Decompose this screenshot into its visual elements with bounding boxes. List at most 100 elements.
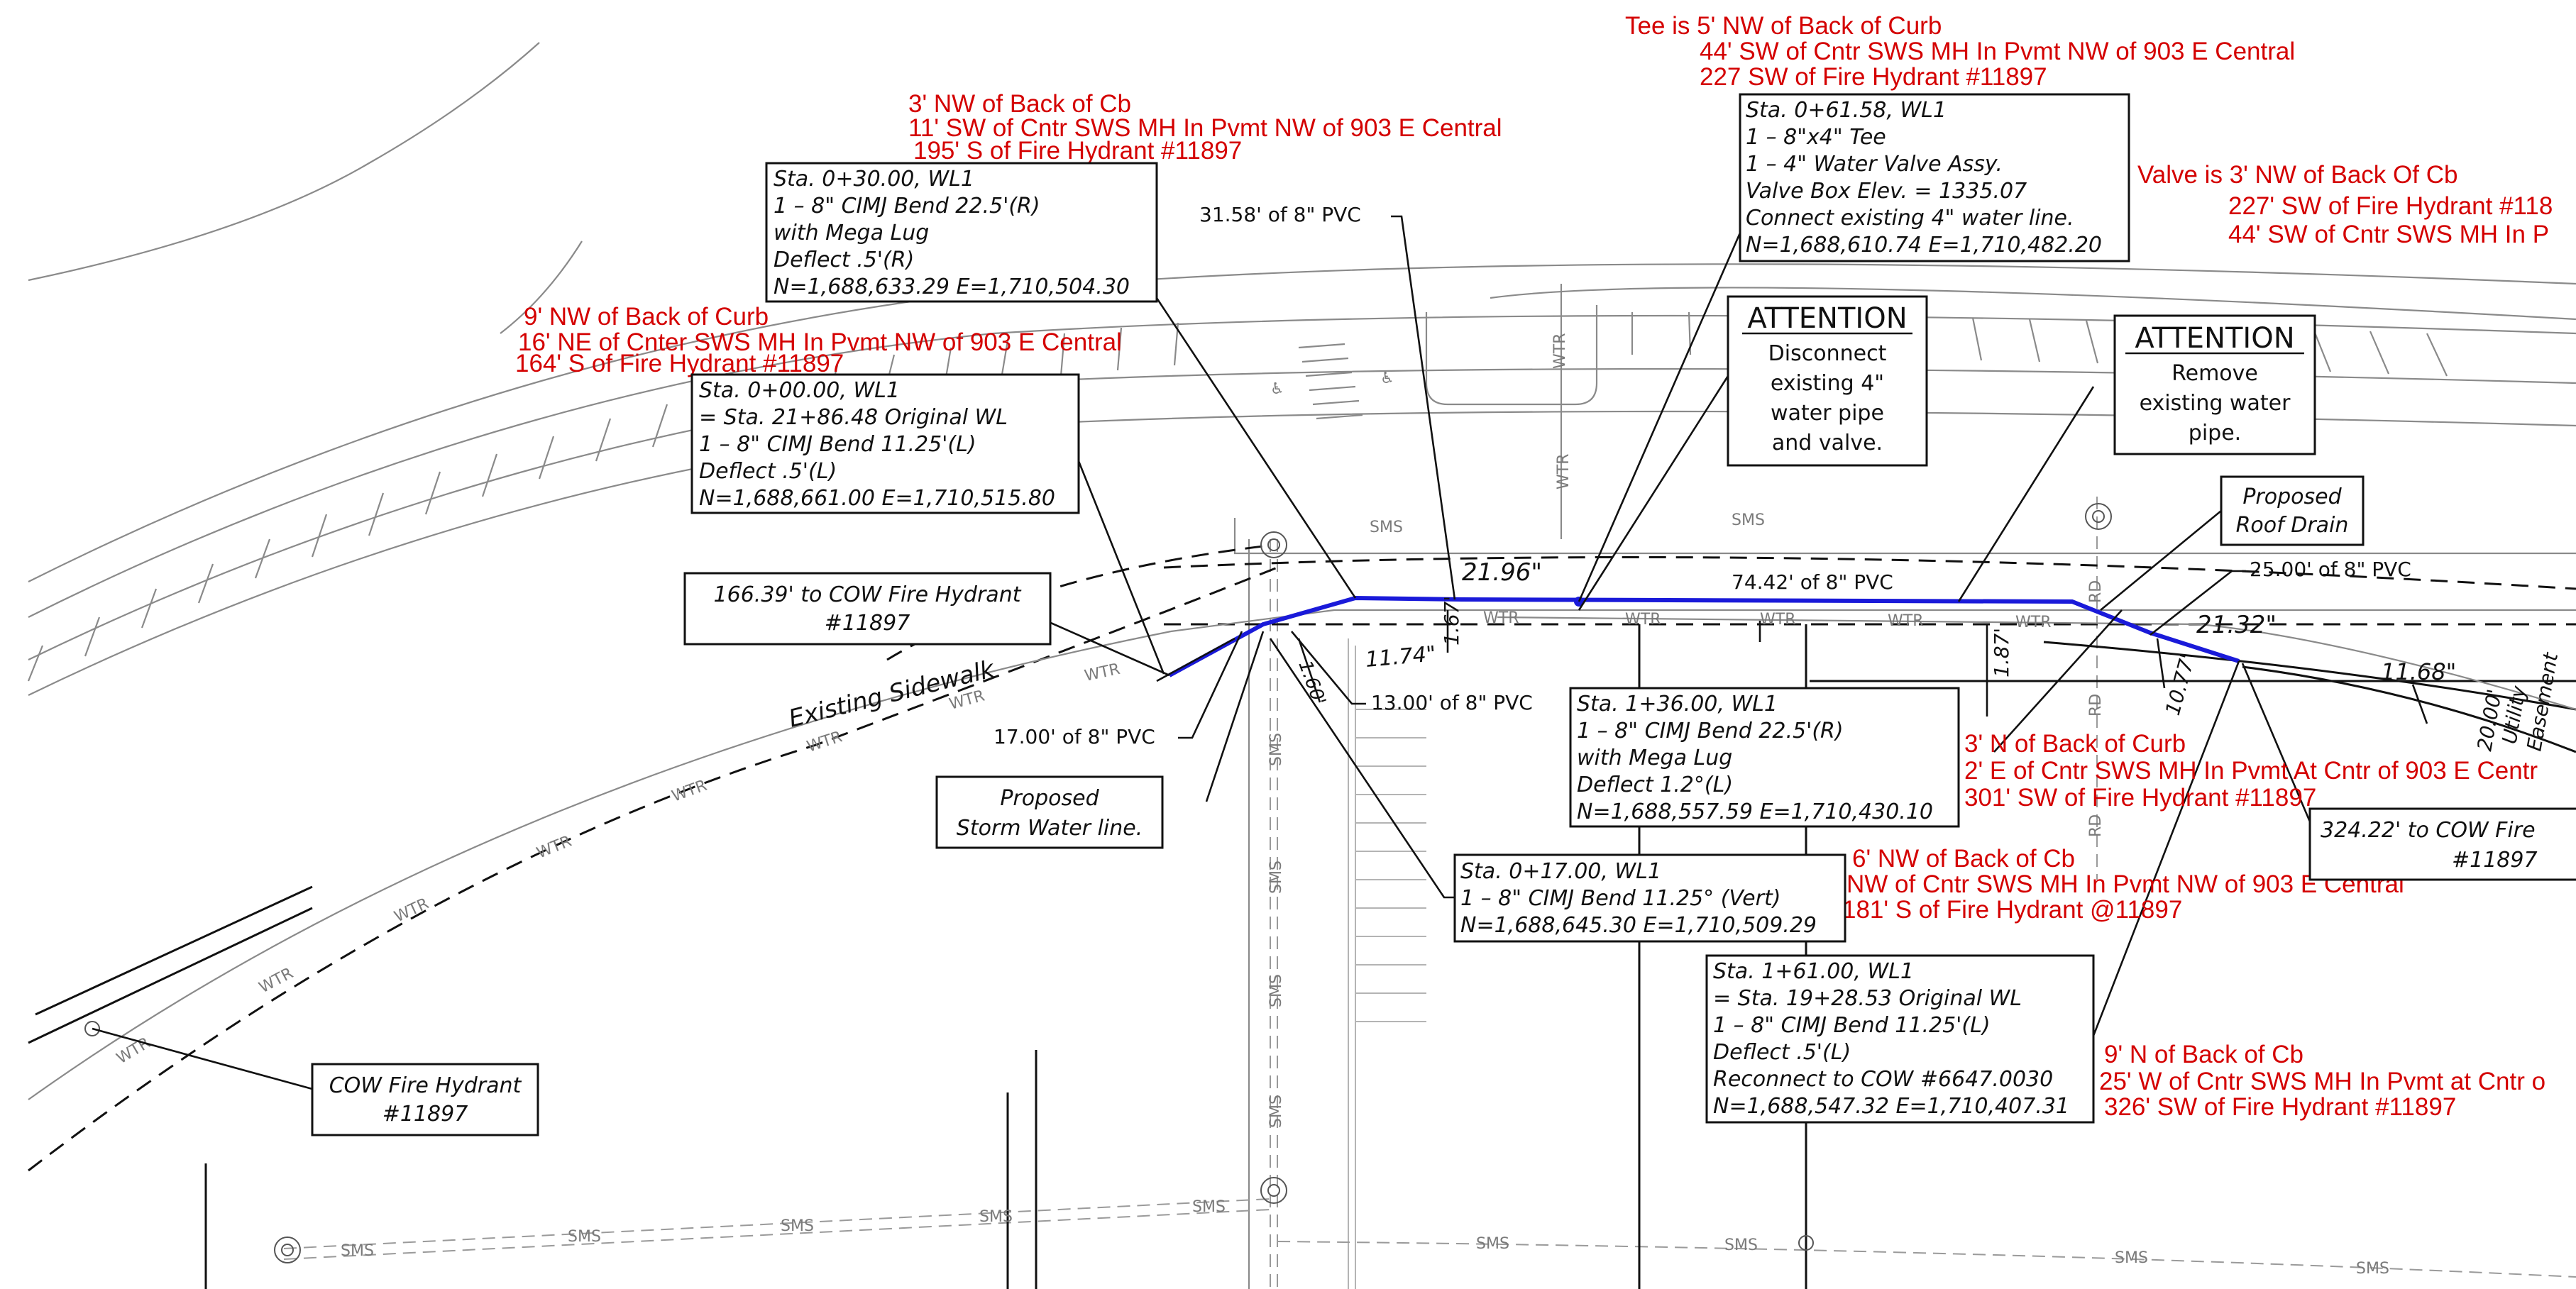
red-note-line: 2' E of Cntr SWS MH In Pvmt At Cntr of 9… — [1964, 757, 2538, 785]
dimension-labels: 31.58' of 8" PVC 74.42' of 8" PVC 25.00'… — [993, 203, 2563, 753]
callout-line: Deflect 1.2°(L) — [1577, 773, 1733, 797]
callout-line: Sta. 1+61.00, WL1 — [1713, 959, 1914, 984]
attention-line: Disconnect — [1768, 341, 1887, 366]
leader-sta-0-17 — [1269, 638, 1455, 899]
red-note-line: 195' S of Fire Hydrant #11897 — [913, 137, 1242, 165]
accessible-icon: ♿ — [1270, 380, 1284, 398]
sms-label: SMS — [1267, 974, 1285, 1007]
callout-line: N=1,688,610.74 E=1,710,482.20 — [1746, 233, 2102, 258]
dim-label: 74.42' of 8" PVC — [1732, 570, 1893, 594]
attention-box-remove[interactable]: ATTENTION Remove existing water pipe. — [2113, 314, 2316, 455]
rd-label: RD — [2087, 580, 2105, 603]
callout-line: #11897 — [2452, 848, 2538, 873]
wtr-label: WTR — [534, 832, 574, 862]
leader-pvc-13 — [1291, 631, 1366, 705]
callout-line: COW Fire Hydrant — [329, 1073, 522, 1098]
callout-line: #11897 — [825, 611, 910, 636]
callout-line: 166.39' to COW Fire Hydrant — [714, 582, 1022, 607]
easement-dashed-3 — [886, 545, 1264, 661]
dim-label: 17.00' of 8" PVC — [993, 725, 1155, 748]
attention-box-disconnect[interactable]: ATTENTION Disconnect existing 4" water p… — [1727, 295, 1928, 467]
callout-line: Connect existing 4" water line. — [1746, 206, 2074, 231]
red-note-line: 326' SW of Fire Hydrant #11897 — [2104, 1093, 2456, 1121]
curb-line-right-2 — [2242, 665, 2576, 753]
red-note-back-cb-3: 3' NW of Back of Cb 11' SW of Cntr SWS M… — [908, 90, 1502, 165]
callout-line: Reconnect to COW #6647.0030 — [1713, 1067, 2053, 1092]
red-note-line: 16' NE of Cnter SWS MH In Pvmt NW of 903… — [518, 328, 1122, 356]
callout-line: 1 – 8" CIMJ Bend 22.5'(R) — [1577, 719, 1844, 743]
wtr-label: WTR — [1483, 609, 1519, 627]
sewer-line-bottom — [283, 1198, 1271, 1249]
curb-3 — [28, 410, 2576, 696]
attention-line: water pipe — [1771, 401, 1884, 426]
red-note-line: 181' S of Fire Hydrant @11897 — [1842, 896, 2182, 924]
sms-label: SMS — [2115, 1249, 2148, 1267]
sms-label: SMS — [2356, 1260, 2389, 1278]
leader-pvc-25 — [2150, 570, 2246, 636]
dim-label: 11.74" — [1365, 641, 1437, 673]
callout-sta-0-30[interactable]: Sta. 0+30.00, WL1 1 – 8" CIMJ Bend 22.5'… — [765, 162, 1158, 303]
callout-hydrant-324[interactable]: 324.22' to COW Fire #11897 — [2308, 807, 2576, 881]
sms-label: SMS — [1267, 861, 1285, 894]
leader-cow-hydrant — [92, 1027, 313, 1090]
sms-label: SMS — [781, 1217, 814, 1235]
parking-island — [1425, 305, 1598, 406]
callout-line: 1 – 4" Water Valve Assy. — [1746, 152, 2003, 177]
red-note-nw-cb-6: 6' NW of Back of Cb NW of Cntr SWS MH In… — [1842, 845, 2404, 924]
callout-cow-hydrant[interactable]: COW Fire Hydrant #11897 — [311, 1063, 539, 1136]
callout-sta-0-61[interactable]: Sta. 0+61.58, WL1 1 – 8"x4" Tee 1 – 4" W… — [1739, 93, 2130, 262]
existing-wtr-3 — [1497, 616, 2576, 711]
parking-stripes — [27, 311, 2448, 682]
red-note-line: 44' SW of Cntr SWS MH In Pvmt NW of 903 … — [1700, 38, 2295, 65]
leader-sta-1-61 — [2092, 660, 2240, 1036]
rd-label: RD — [2087, 694, 2105, 717]
sms-label: SMS — [1267, 733, 1285, 766]
callout-line: 1 – 8" CIMJ Bend 11.25'(L) — [699, 432, 976, 457]
red-note-line: Tee is 5' NW of Back of Curb — [1625, 12, 1942, 40]
callout-sta-1-36[interactable]: Sta. 1+36.00, WL1 1 – 8" CIMJ Bend 22.5'… — [1569, 687, 1960, 828]
callout-line: 324.22' to COW Fire — [2321, 818, 2536, 843]
red-note-line: 9' N of Back of Cb — [2104, 1041, 2303, 1068]
red-note-back-curb-9: 9' NW of Back of Curb 16' NE of Cnter SW… — [515, 303, 1122, 377]
callout-line: = Sta. 19+28.53 Original WL — [1713, 986, 2022, 1011]
callout-line: N=1,688,645.30 E=1,710,509.29 — [1460, 913, 1817, 938]
attention-line: and valve. — [1772, 431, 1883, 455]
callout-line: Roof Drain — [2236, 513, 2349, 538]
stair-hatch — [1355, 709, 1426, 1022]
callout-line: 1 – 8" CIMJ Bend 11.25° (Vert) — [1460, 886, 1780, 911]
callout-line: Sta. 0+61.58, WL1 — [1746, 98, 1947, 123]
dim-label: 31.58' of 8" PVC — [1199, 203, 1361, 226]
callout-hydrant-166[interactable]: 166.39' to COW Fire Hydrant #11897 — [683, 572, 1052, 646]
callout-line: N=1,688,547.32 E=1,710,407.31 — [1713, 1094, 2069, 1119]
red-note-line: 11' SW of Cntr SWS MH In Pvmt NW of 903 … — [908, 114, 1502, 142]
building-arc — [28, 42, 540, 282]
callout-sta-0-17[interactable]: Sta. 0+17.00, WL1 1 – 8" CIMJ Bend 11.25… — [1453, 853, 1846, 943]
wtr-label: WTR — [1760, 611, 1795, 629]
sms-label: SMS — [1476, 1235, 1509, 1253]
callout-sta-0-00[interactable]: Sta. 0+00.00, WL1 = Sta. 21+86.48 Origin… — [690, 373, 1080, 514]
sms-label: SMS — [1732, 511, 1765, 529]
sms-label: SMS — [1724, 1237, 1758, 1254]
sms-label: SMS — [1192, 1198, 1226, 1216]
curb-inner — [28, 314, 2576, 618]
callout-line: Deflect .5'(L) — [699, 459, 837, 484]
callout-line: Deflect .5'(L) — [1713, 1040, 1851, 1065]
red-note-line: 3' NW of Back of Cb — [908, 90, 1131, 118]
attention-title: ATTENTION — [1747, 302, 1907, 335]
callout-storm-water[interactable]: Proposed Storm Water line. — [935, 775, 1164, 849]
leader-attention-2 — [1957, 386, 2095, 602]
callout-sta-1-61[interactable]: Sta. 1+61.00, WL1 = Sta. 19+28.53 Origin… — [1705, 954, 2095, 1124]
callout-roof-drain[interactable]: Proposed Roof Drain — [2220, 475, 2365, 546]
wtr-label: WTR — [805, 728, 844, 756]
dim-label: 1.67' — [1440, 596, 1463, 646]
existing-wtr — [28, 630, 1172, 1100]
sewer-line-bottom-right — [1277, 1241, 2576, 1278]
callout-line: N=1,688,633.29 E=1,710,504.30 — [774, 275, 1130, 299]
easement-dashed — [28, 566, 1278, 1172]
red-note-line: 44' SW of Cntr SWS MH In P — [2228, 221, 2549, 248]
leader-hydrant-324 — [2241, 663, 2315, 831]
callout-line: Sta. 0+17.00, WL1 — [1460, 859, 1661, 884]
red-note-line: 164' S of Fire Hydrant #11897 — [515, 350, 844, 377]
leader-sta-0-30 — [1148, 287, 1357, 599]
sms-label: SMS — [979, 1208, 1013, 1226]
